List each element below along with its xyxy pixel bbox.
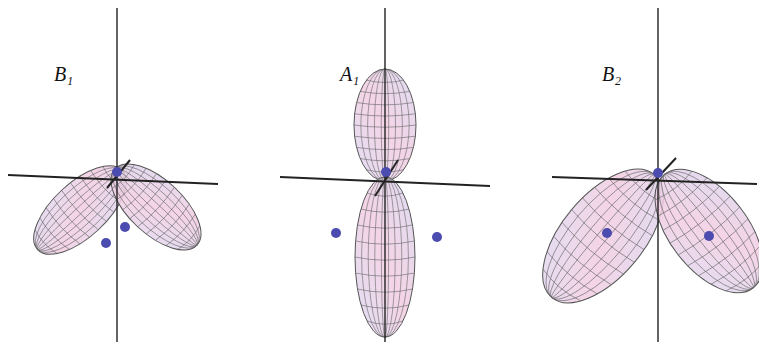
mesh-line bbox=[699, 232, 757, 278]
symmetry-label: B₁ bbox=[54, 64, 73, 84]
lobe-surface bbox=[97, 149, 216, 265]
depth-axis bbox=[646, 158, 676, 190]
orbital-lobe bbox=[520, 148, 686, 323]
mesh-line bbox=[661, 171, 757, 290]
symmetry-label: A₁ bbox=[340, 64, 359, 84]
mesh-line bbox=[33, 230, 57, 255]
mesh-line bbox=[178, 226, 202, 251]
atom-dot bbox=[653, 168, 663, 178]
atom-dot bbox=[602, 228, 612, 238]
mesh-line bbox=[670, 196, 732, 245]
mesh-line bbox=[552, 236, 612, 287]
mesh-line bbox=[688, 219, 750, 268]
mesh-line bbox=[658, 178, 709, 219]
mesh-line bbox=[138, 187, 176, 228]
mesh-line bbox=[663, 186, 721, 232]
mesh-line bbox=[534, 160, 672, 312]
atom-dot bbox=[101, 238, 111, 248]
lobe-surface bbox=[634, 150, 759, 311]
mesh-line bbox=[78, 176, 113, 214]
mesh-line bbox=[69, 183, 107, 223]
mesh-line bbox=[678, 207, 741, 257]
atom-dot bbox=[120, 222, 130, 232]
depth-axis bbox=[375, 160, 398, 196]
atom-dot bbox=[331, 228, 341, 238]
mesh-line bbox=[166, 214, 197, 247]
mesh-line bbox=[23, 155, 137, 265]
orbital-lobe bbox=[634, 150, 759, 311]
atom-dot bbox=[112, 167, 122, 177]
mesh-line bbox=[541, 269, 581, 303]
mesh-line bbox=[156, 204, 191, 242]
mesh-line bbox=[560, 222, 624, 276]
atom-dot bbox=[704, 231, 714, 241]
mesh-line bbox=[726, 262, 759, 293]
mesh-line bbox=[146, 195, 184, 235]
orbital-lobe bbox=[97, 149, 216, 265]
lobe-surface bbox=[520, 148, 686, 323]
mesh-line bbox=[109, 162, 203, 252]
mesh-line bbox=[60, 190, 99, 231]
mesh-line bbox=[113, 166, 199, 247]
mesh-line bbox=[548, 172, 658, 301]
mesh-line bbox=[711, 246, 759, 287]
mesh-line bbox=[654, 166, 759, 296]
mesh-line bbox=[105, 158, 208, 256]
symmetry-label: B₂ bbox=[602, 64, 621, 84]
mesh-line bbox=[593, 187, 653, 238]
mesh-line bbox=[38, 218, 69, 251]
mesh-line bbox=[44, 208, 79, 246]
mesh-line bbox=[580, 198, 644, 252]
mesh-line bbox=[545, 252, 597, 297]
mesh-line bbox=[52, 199, 90, 239]
depth-axis bbox=[107, 160, 130, 188]
mesh-line bbox=[541, 166, 665, 306]
mesh-line bbox=[570, 210, 635, 265]
mesh-line bbox=[130, 180, 168, 220]
atom-dot bbox=[432, 232, 442, 242]
atom-dot bbox=[381, 167, 391, 177]
